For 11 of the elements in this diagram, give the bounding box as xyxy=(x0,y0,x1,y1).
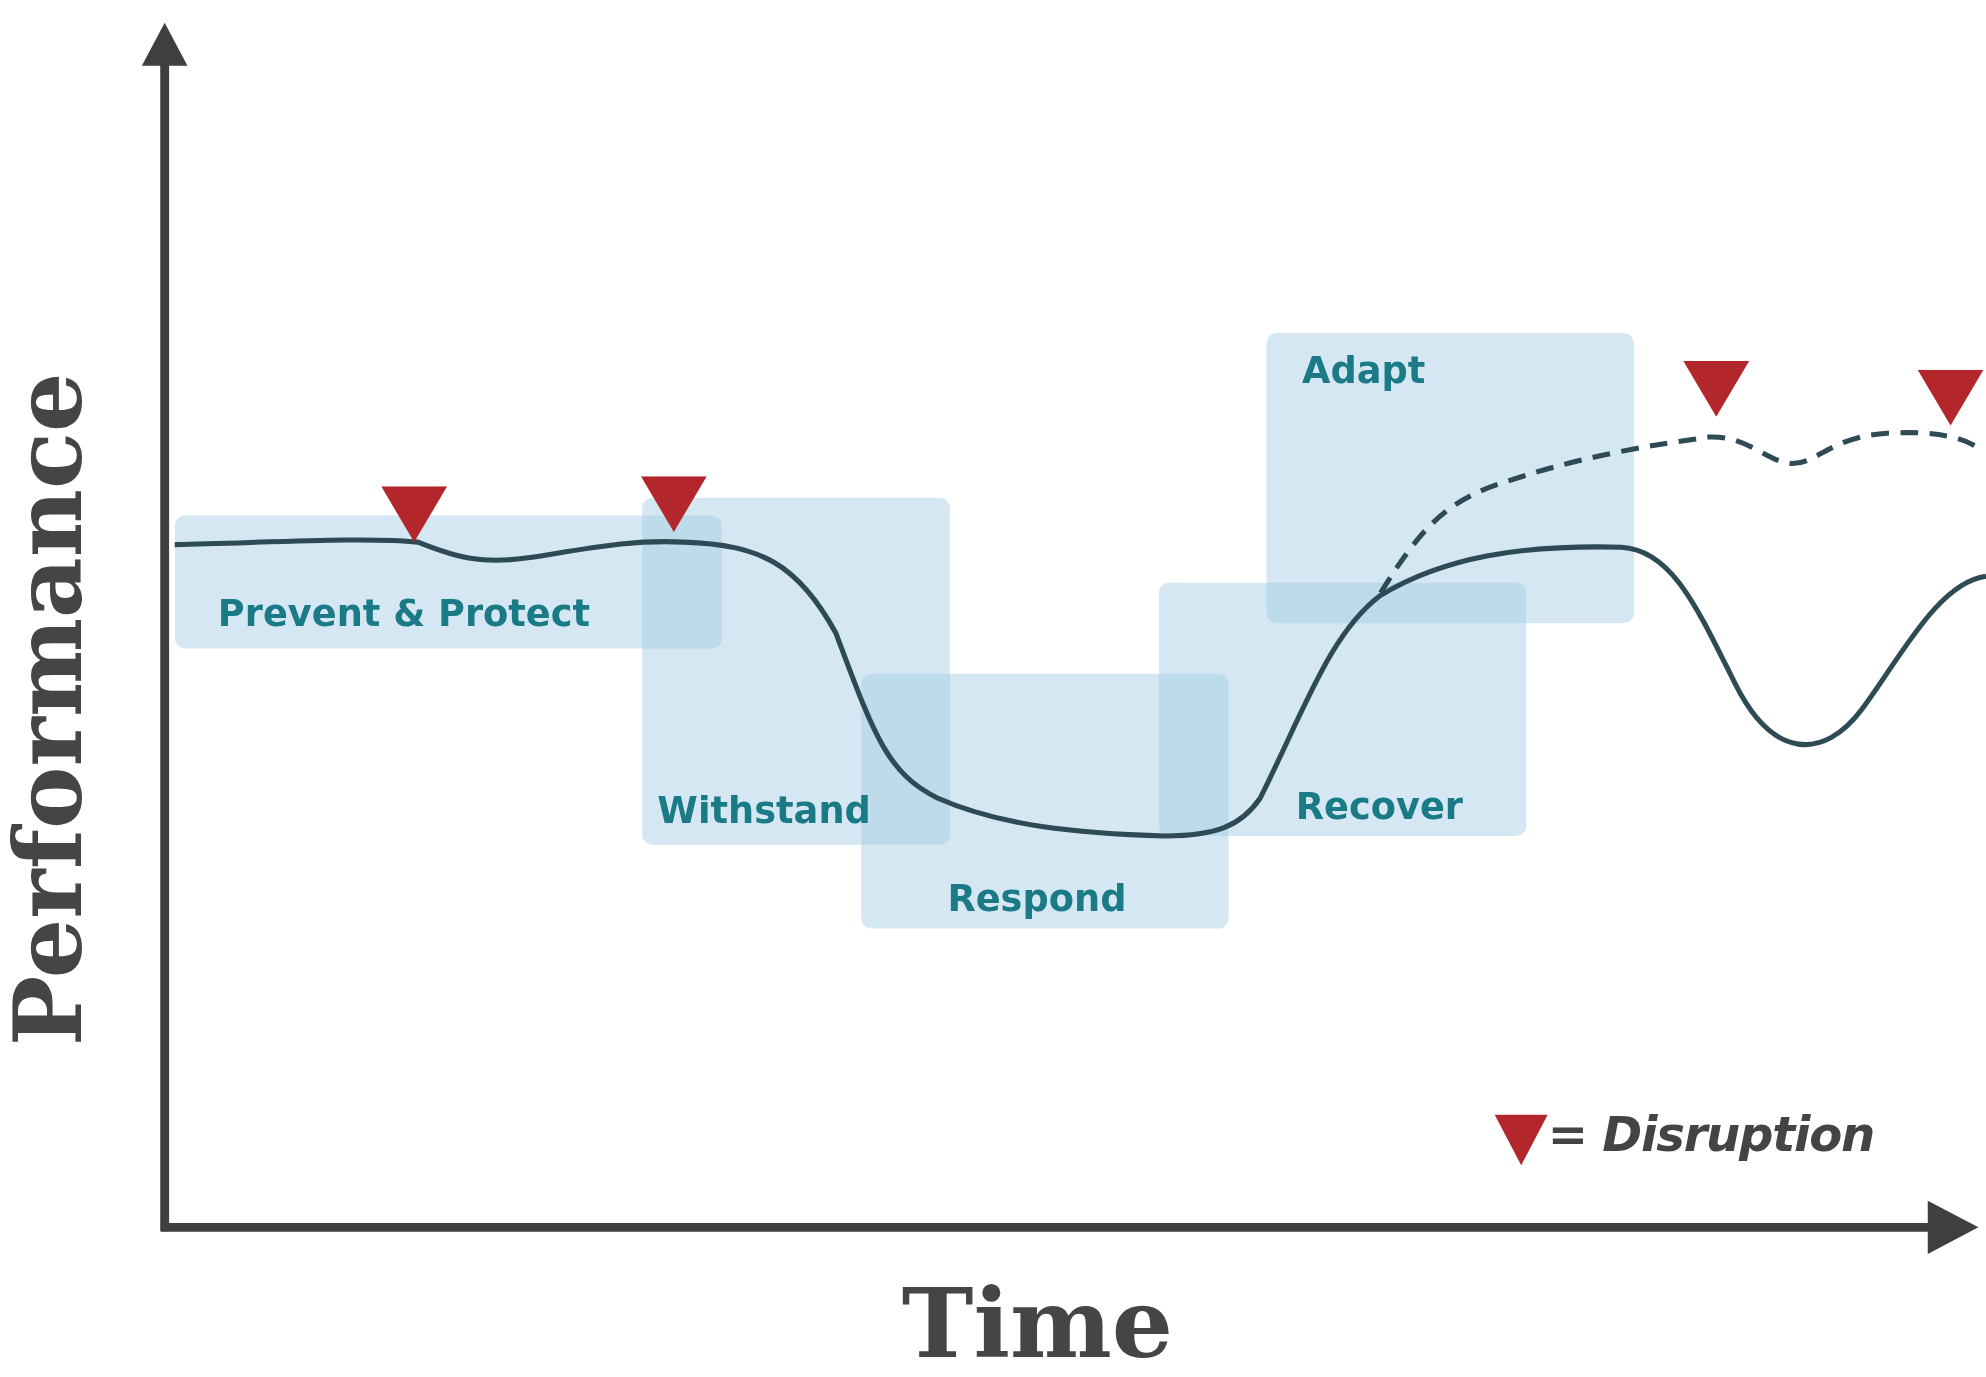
phase-label: Adapt xyxy=(1302,348,1426,392)
phase-label: Recover xyxy=(1295,785,1463,829)
phase-box xyxy=(642,497,950,845)
axis-title: Performance xyxy=(0,372,103,1047)
legend-text: = Disruption xyxy=(1547,1107,1875,1163)
phase-box xyxy=(1158,582,1527,836)
phase-label: Withstand xyxy=(657,789,871,833)
axis-title: Time xyxy=(901,1266,1174,1377)
phase-label: Prevent & Protect xyxy=(217,591,591,635)
phase-box xyxy=(1266,333,1634,624)
phase-label: Respond xyxy=(947,876,1127,920)
